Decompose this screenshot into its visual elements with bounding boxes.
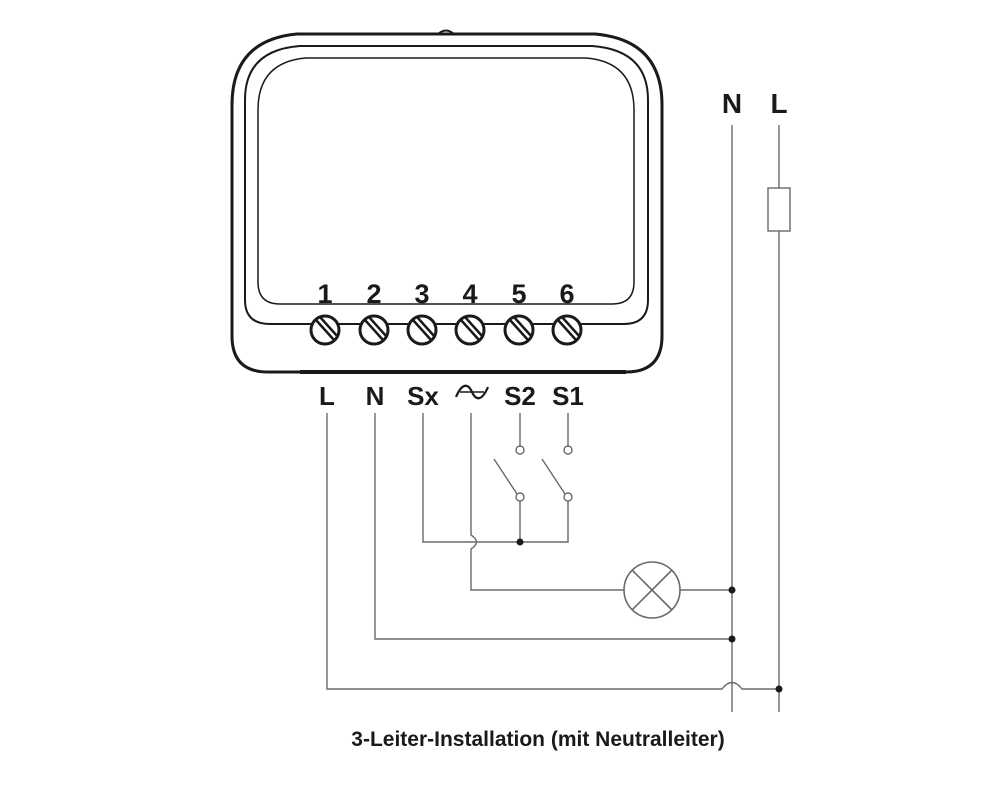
fuse-icon	[767, 187, 791, 232]
switch-s1-icon	[541, 413, 573, 502]
junction-lamp-neutral	[728, 586, 736, 594]
relay-module: 1 2 3 4 5 6	[230, 29, 664, 374]
output-symbol-icon	[454, 384, 490, 400]
terminal-screw-2-icon	[358, 314, 390, 346]
wire-sx-common	[422, 413, 569, 543]
terminal-label-n: N	[366, 381, 385, 411]
terminal-screw-5-icon	[503, 314, 535, 346]
terminal-label-sx: Sx	[407, 381, 439, 411]
module-inner-rim	[244, 45, 649, 325]
terminal-screw-6-icon	[551, 314, 583, 346]
switch-s2-icon	[493, 413, 525, 502]
wire-output-to-lamp	[470, 413, 624, 591]
supply-label-n: N	[722, 88, 742, 119]
terminal-label-l: L	[319, 381, 335, 411]
wire-l-to-line	[326, 413, 779, 690]
module-front-panel	[257, 57, 635, 305]
terminal-number-6: 6	[559, 279, 574, 309]
terminal-number-4: 4	[462, 279, 477, 309]
terminal-number-3: 3	[414, 279, 429, 309]
terminal-number-5: 5	[511, 279, 526, 309]
module-top-notch	[437, 29, 455, 35]
terminal-label-s2: S2	[504, 381, 536, 411]
terminal-label-s1: S1	[552, 381, 584, 411]
terminal-number-1: 1	[317, 279, 332, 309]
lamp-icon	[623, 561, 681, 619]
terminal-screw-3-icon	[406, 314, 438, 346]
supply-label-l: L	[770, 88, 787, 119]
wire-n-to-neutral	[374, 413, 732, 640]
module-outer-shell	[230, 32, 664, 374]
terminal-screw-4-icon	[454, 314, 486, 346]
junction-neutral	[728, 635, 736, 643]
diagram-caption: 3-Leiter-Installation (mit Neutralleiter…	[351, 728, 724, 751]
terminal-number-2: 2	[366, 279, 381, 309]
junction-sx	[516, 538, 524, 546]
terminal-screw-1-icon	[309, 314, 341, 346]
junction-line	[775, 685, 783, 693]
